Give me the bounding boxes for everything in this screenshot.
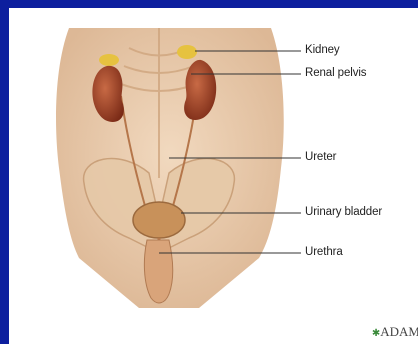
external-genitalia (144, 240, 172, 303)
urethra-label: Urethra (305, 246, 343, 258)
logo-star-icon: ✱ (372, 328, 380, 339)
diagram-panel: Kidney Renal pelvis Ureter Urinary bladd… (9, 8, 418, 344)
adam-logo: ✱ADAM (372, 324, 418, 340)
adrenal-gland-left (99, 54, 119, 66)
urinary-bladder (133, 202, 185, 238)
urinary-bladder-label: Urinary bladder (305, 206, 382, 218)
ureter-label: Ureter (305, 151, 336, 163)
anatomy-illustration (9, 8, 418, 344)
kidney-label: Kidney (305, 44, 340, 56)
adrenal-gland-right (177, 45, 197, 59)
renal-pelvis-label: Renal pelvis (305, 67, 366, 79)
